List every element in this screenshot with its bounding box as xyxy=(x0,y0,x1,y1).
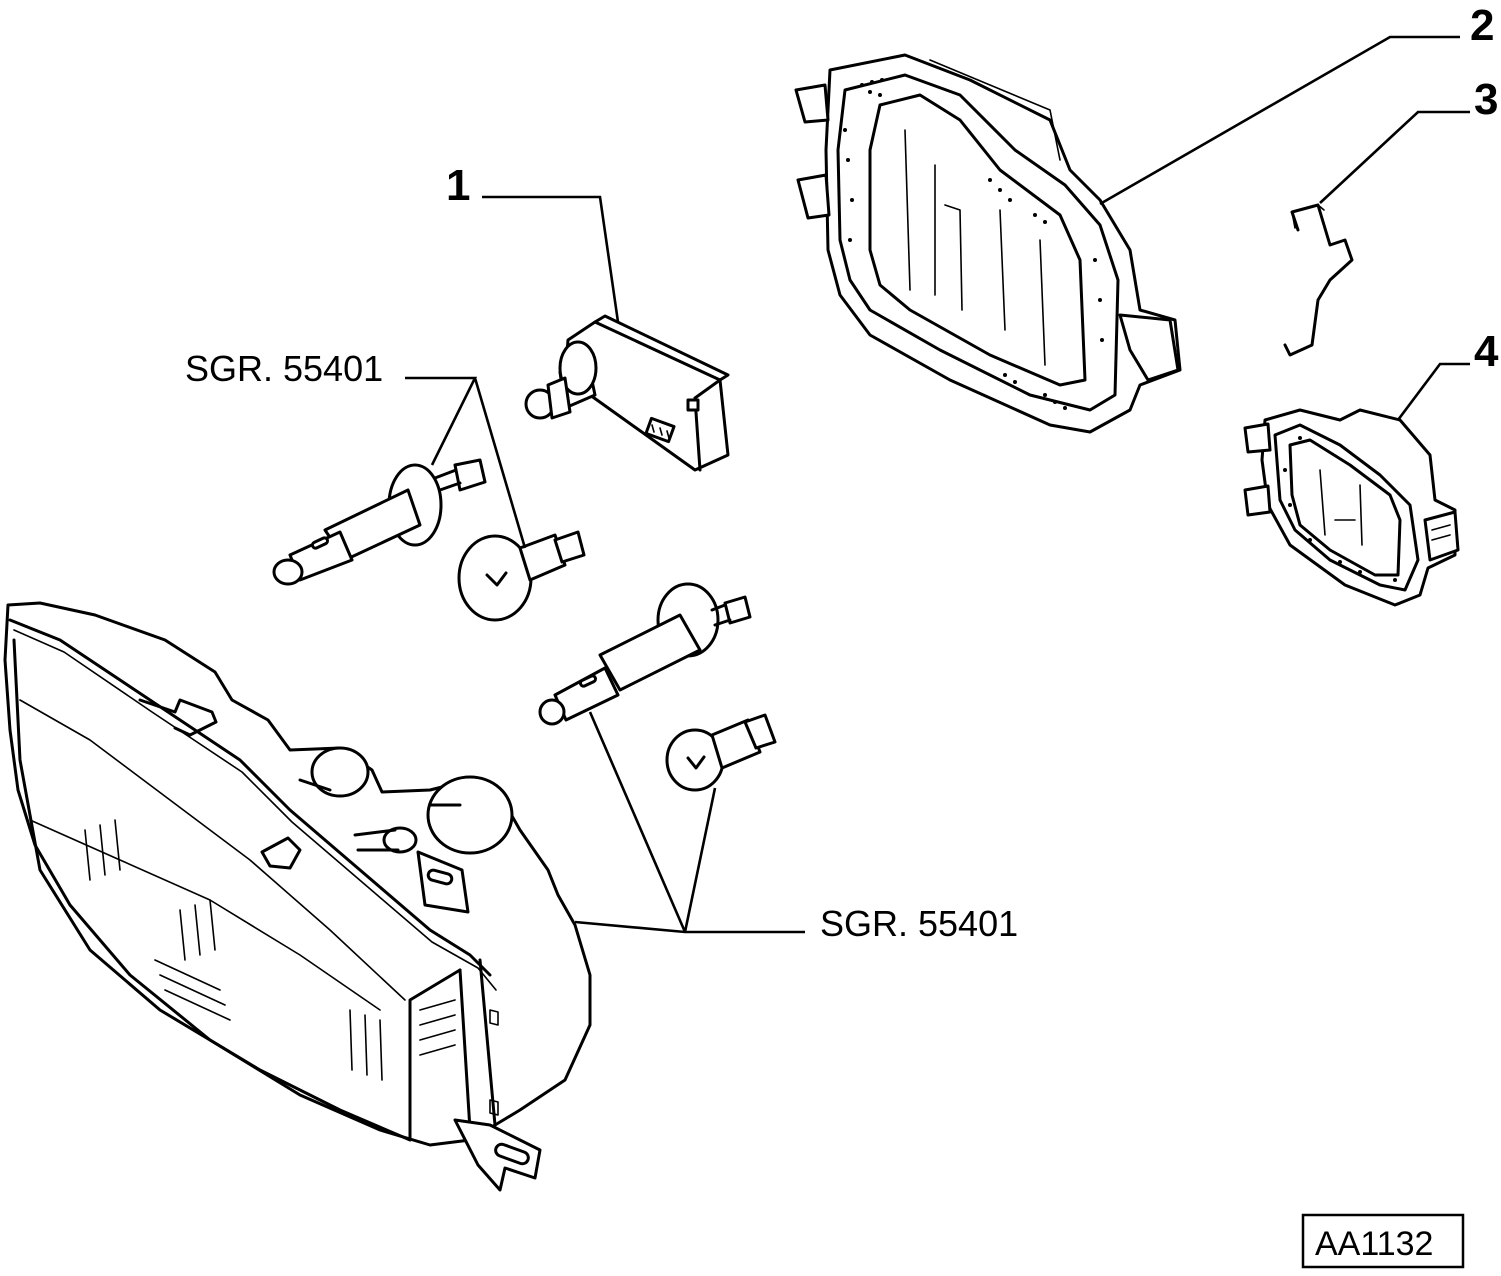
callout-part-3: 3 xyxy=(1474,75,1498,124)
leader-part-3 xyxy=(1319,110,1470,204)
part-2-gasket xyxy=(794,53,1182,434)
bulb-h7-lower xyxy=(538,582,752,726)
leader-lines xyxy=(405,35,1470,934)
leader-ref-lower xyxy=(574,711,805,934)
leader-part-4 xyxy=(1396,362,1470,421)
gasket-seal-dots xyxy=(843,78,1104,410)
part-4-small-gasket xyxy=(1243,408,1460,607)
leader-ref-upper xyxy=(405,376,527,549)
leader-part-2 xyxy=(1099,35,1460,206)
part-1-leveling-motor xyxy=(524,314,730,472)
bulb-p21w-upper xyxy=(457,530,586,622)
part-3-wire-clip xyxy=(1283,203,1354,357)
reference-label-lower: SGR. 55401 xyxy=(820,903,1018,944)
bulb-w5w-lower xyxy=(665,713,777,792)
callout-part-4: 4 xyxy=(1474,327,1499,376)
leader-part-1 xyxy=(482,195,620,323)
callout-part-2: 2 xyxy=(1470,1,1494,50)
headlamp-assembly xyxy=(3,601,592,1192)
bulb-h7-upper xyxy=(272,458,487,586)
drawing-code: AA1132 xyxy=(1315,1225,1433,1263)
reference-label-upper: SGR. 55401 xyxy=(185,348,383,389)
drawing-code-box: AA1132 xyxy=(1301,1213,1465,1269)
callout-part-1: 1 xyxy=(446,161,470,210)
